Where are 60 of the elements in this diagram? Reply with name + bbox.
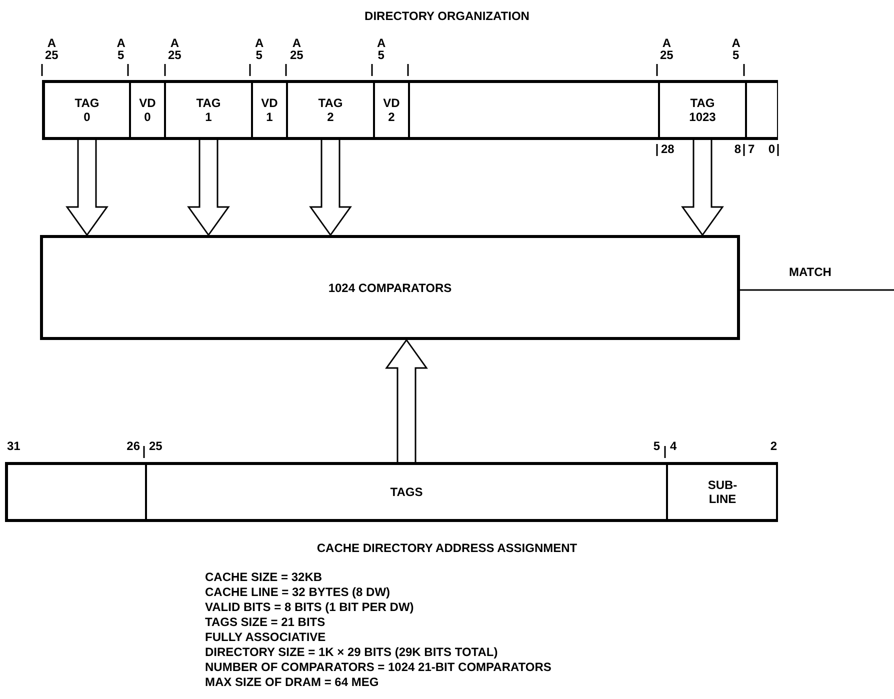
register-field [7, 464, 146, 520]
bit-number: A 5 [255, 37, 264, 61]
bit-number: 31 [7, 440, 20, 452]
bit-number: 2 [770, 440, 777, 452]
field-label: TAGS [390, 485, 423, 499]
bit-number: A 5 [377, 37, 386, 61]
bit-number: A 25 [660, 37, 674, 61]
bit-number: A 5 [116, 37, 125, 61]
bit-number: A 25 [290, 37, 304, 61]
note-text: MAX SIZE OF DRAM = 64 MEG [205, 676, 379, 688]
field-label: SUB-LINE [708, 478, 738, 506]
note-text: CACHE SIZE = 32KB [205, 571, 322, 583]
note-text: FULLY ASSOCIATIVE [205, 631, 326, 643]
register-field [44, 82, 130, 138]
bit-number: 5 [653, 440, 660, 452]
note-text: TAGS SIZE = 21 BITS [205, 616, 326, 628]
bit-number: 8 [734, 143, 741, 155]
bit-number: 26 [126, 440, 140, 452]
bit-number: A 25 [168, 37, 182, 61]
bit-number: 7 [748, 143, 755, 155]
register-field [409, 82, 659, 138]
field-label: 1024 COMPARATORS [328, 280, 452, 294]
bit-number: A 5 [732, 37, 740, 61]
register-field [146, 464, 667, 520]
field-label: VD 2 [383, 96, 400, 124]
note-text: NUMBER OF COMPARATORS = 1024 21-BIT COMPARATORS [205, 661, 552, 673]
note-text: CACHE LINE = 32 BYTES (8 DW) [205, 586, 390, 598]
register-field [165, 82, 252, 138]
field-label: TAG 1 [196, 96, 221, 124]
register-field [746, 82, 778, 138]
comparator-block [40, 235, 740, 340]
register-bar [5, 462, 778, 522]
note-text: DIRECTORY SIZE = 1K × 29 BITS (29K BITS TOTAL) [205, 646, 498, 658]
block-arrow [681, 137, 724, 236]
bit-number: 0 [768, 143, 775, 155]
field-label: TAG 0 [74, 96, 100, 124]
register-field [130, 82, 165, 138]
field-label: VD 0 [139, 96, 156, 124]
register-bar [42, 80, 778, 140]
signal-line [740, 289, 894, 291]
section-heading: CACHE DIRECTORY ADDRESS ASSIGNMENT [316, 542, 578, 554]
block-arrow [385, 338, 428, 465]
bit-number: 28 [661, 143, 674, 155]
register-field [659, 82, 746, 138]
register-field [287, 82, 374, 138]
edge-label: MATCH [789, 266, 832, 278]
block-arrow [66, 137, 108, 236]
bit-number: A 25 [45, 37, 58, 61]
block-arrow [187, 137, 230, 236]
diagram-title: DIRECTORY ORGANIZATION [364, 10, 530, 22]
bit-number: 25 [149, 440, 162, 452]
register-field [374, 82, 409, 138]
block-arrow [309, 137, 352, 236]
register-field [667, 464, 778, 520]
field-label: VD 1 [261, 96, 278, 124]
field-label: TAG 2 [318, 96, 343, 124]
field-label: TAG 1023 [689, 96, 716, 124]
bit-number: 4 [670, 440, 677, 452]
register-field [252, 82, 287, 138]
note-text: VALID BITS = 8 BITS (1 BIT PER DW) [205, 601, 414, 613]
